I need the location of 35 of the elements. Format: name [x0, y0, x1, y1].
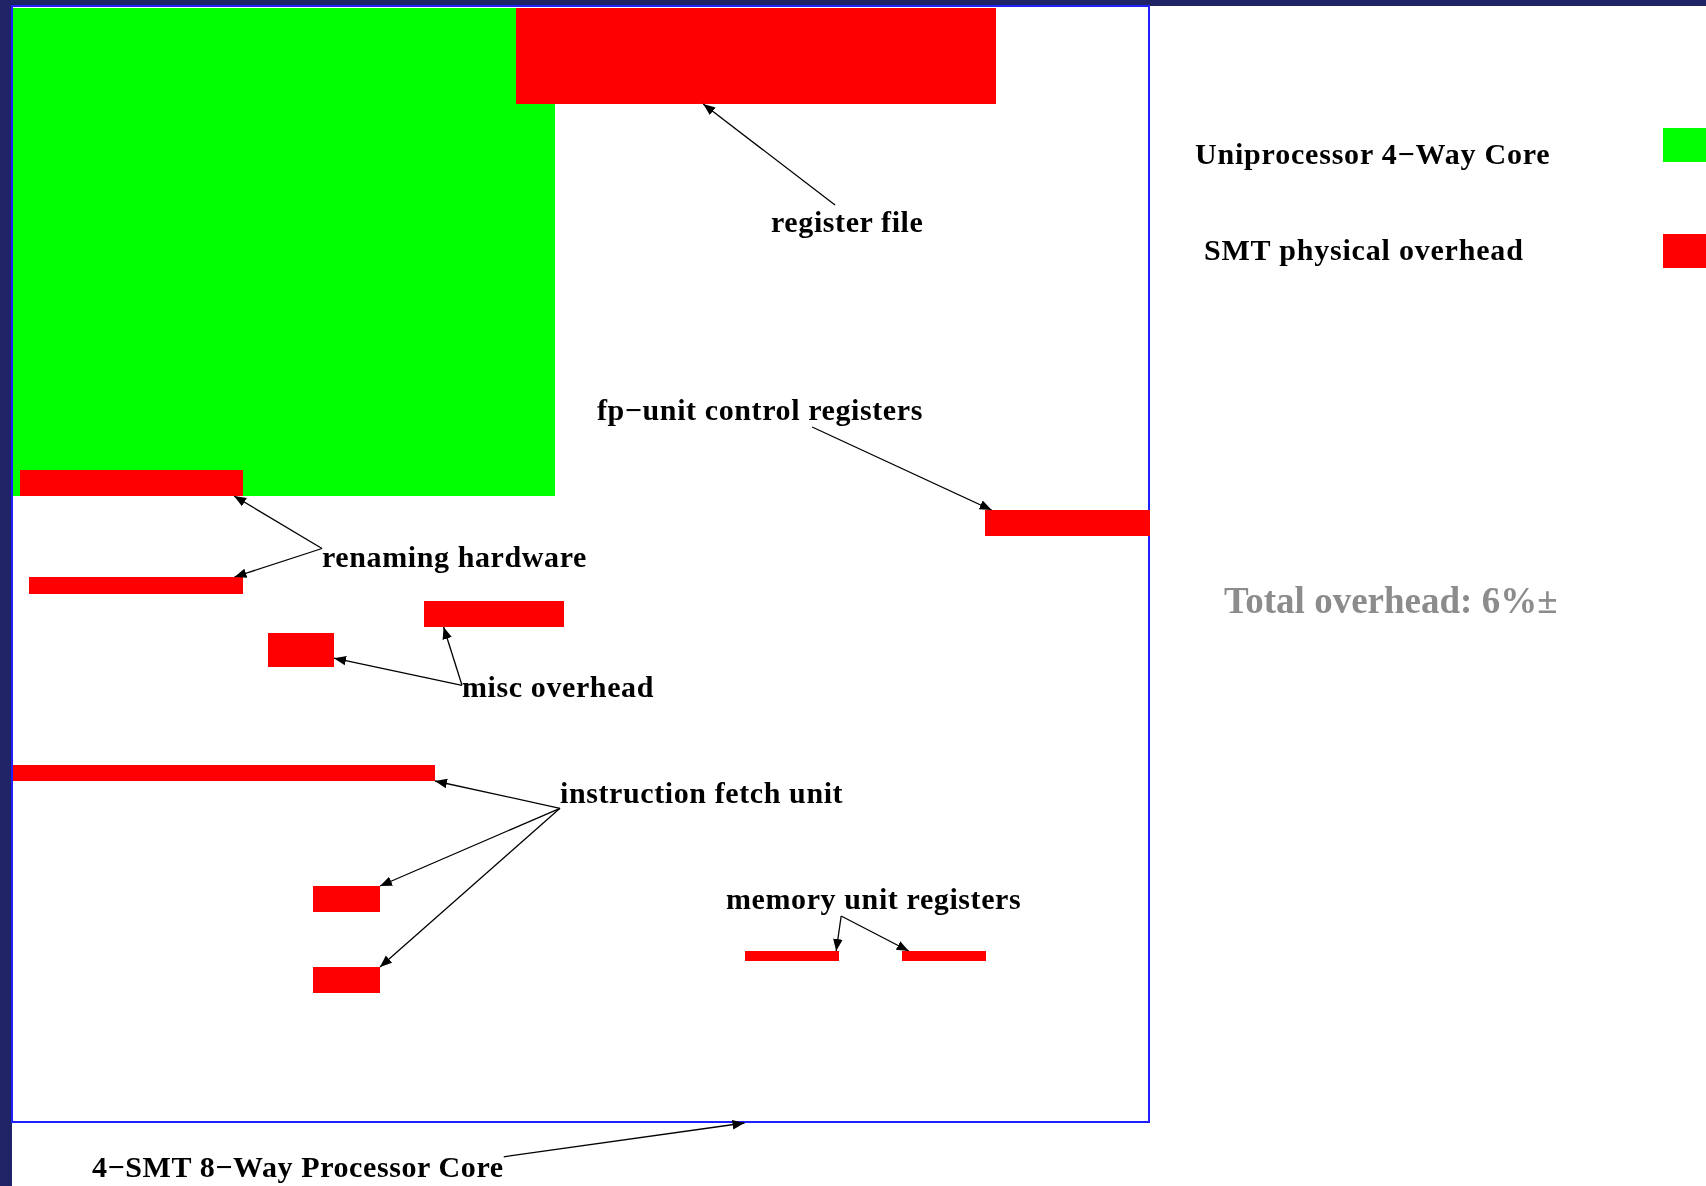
processor-core-outline [11, 5, 1150, 1123]
leader-arrow [233, 495, 323, 550]
overhead-block [268, 633, 334, 667]
part-label: instruction fetch unit [560, 776, 844, 810]
overhead-block [745, 951, 839, 961]
part-label: fp−unit control registers [597, 393, 923, 427]
part-label: 4−SMT 8−Way Processor Core [92, 1150, 504, 1184]
overhead-block [29, 577, 243, 594]
note-text: Total overhead: 6%± [1224, 580, 1558, 622]
leader-arrow [233, 547, 323, 578]
overhead-block [20, 470, 243, 496]
leader-arrow [442, 626, 463, 686]
part-label: register file [771, 205, 924, 239]
part-label: misc overhead [462, 670, 654, 704]
overhead-block [13, 765, 435, 781]
overhead-block [313, 886, 380, 912]
overhead-block [902, 951, 986, 961]
overhead-block [424, 601, 564, 627]
leader-arrow [503, 1119, 746, 1158]
part-label: memory unit registers [726, 882, 1022, 916]
part-label: renaming hardware [322, 540, 587, 574]
leader-arrow [811, 426, 993, 511]
leader-arrow [379, 807, 561, 968]
leader-arrow [840, 915, 910, 952]
leader-arrow [379, 807, 561, 887]
leader-arrow [333, 655, 463, 686]
leader-arrow [434, 778, 561, 809]
overhead-block [516, 8, 996, 104]
leader-arrow [702, 103, 836, 206]
leader-arrow [833, 915, 843, 952]
overhead-block [985, 510, 1150, 536]
core-area-block [13, 8, 555, 496]
legend-label: SMT physical overhead [1204, 233, 1524, 267]
legend-label: Uniprocessor 4−Way Core [1195, 137, 1551, 171]
overhead-block [313, 967, 380, 993]
